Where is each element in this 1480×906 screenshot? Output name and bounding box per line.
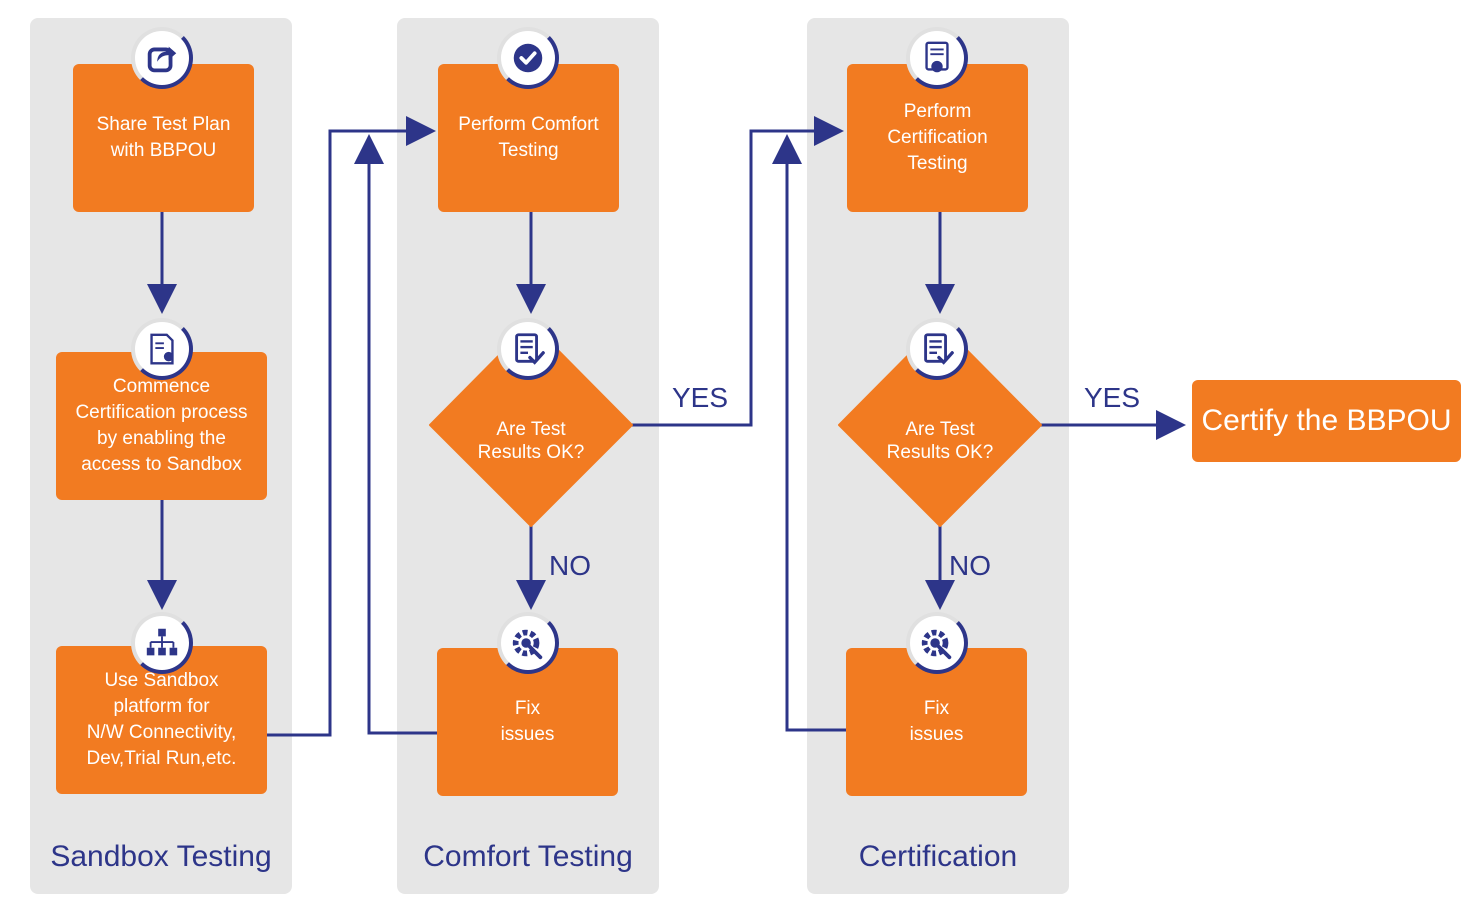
decision-diamond-comfort [429,322,633,527]
no-label-comfort: NO [549,550,591,581]
checkmark-icon [497,27,559,89]
step-perform-comfort-testing-label: Perform Comfort Testing [458,114,599,161]
step-use-sandbox: Use Sandbox platform for N/W Connectivit… [56,646,267,794]
step-share-test-plan: Share Test Plan with BBPOU [73,64,254,212]
certificate-icon [906,27,968,89]
lane-title-certification: Certification [858,840,1018,873]
decision-diamond-certification [838,322,1042,527]
yes-label-comfort: YES [672,382,729,413]
checklist-icon [906,318,968,380]
checklist-icon [497,318,559,380]
step-certify-bbpou-label: Certify the BBPOU [1201,404,1452,437]
lane-title-sandbox: Sandbox Testing [50,840,272,873]
gear-wrench-icon [497,612,559,674]
lane-title-comfort: Comfort Testing [423,840,633,873]
step-perform-certification-testing-label: Perform Certification Testing [887,101,988,174]
step-fix-issues-certification-label: Fix issues [909,698,964,745]
decision-comfort-label: Are Test Results OK? [477,419,585,463]
decision-certification-label: Are Test Results OK? [886,419,994,463]
gear-wrench-icon [906,612,968,674]
step-use-sandbox-label: Use Sandbox platform for N/W Connectivit… [86,670,237,769]
step-share-test-plan-label: Share Test Plan with BBPOU [96,114,231,161]
no-label-certification: NO [949,550,991,581]
share-icon [131,27,193,89]
step-fix-issues-comfort-label: Fix issues [500,698,555,745]
yes-label-certification: YES [1084,382,1141,413]
step-commence-certification-label: Commence Certification process by enabli… [75,376,248,475]
step-certify-bbpou: Certify the BBPOU [1192,380,1461,462]
certificate-document-icon [131,318,193,380]
hierarchy-icon [131,612,193,674]
